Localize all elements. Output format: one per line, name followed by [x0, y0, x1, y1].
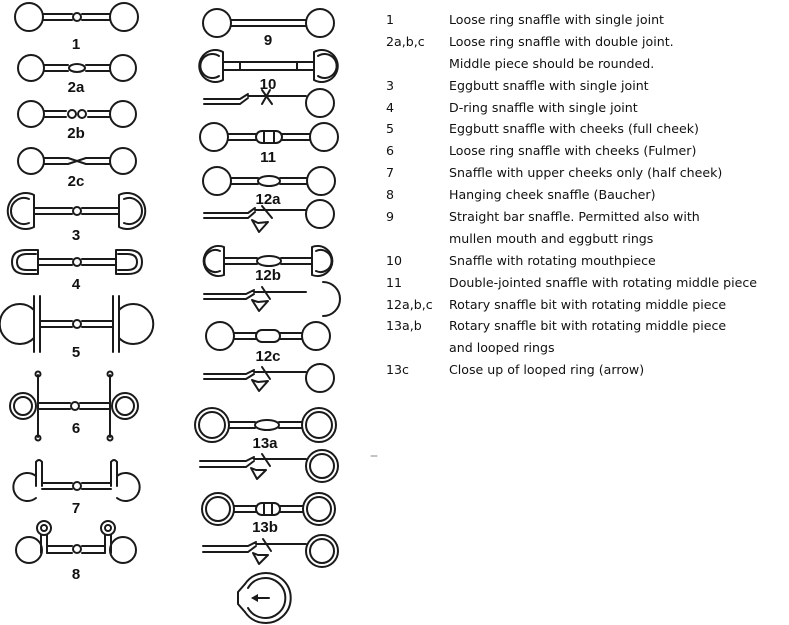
bit-7-label: 7 — [72, 500, 80, 517]
bit-1-drawing — [14, 2, 139, 32]
legend-description: Loose ring snaffle with single joint — [449, 12, 664, 27]
bit-13b-label: 13b — [252, 519, 278, 536]
legend-row: 10 Snaffle with rotating mouthpiece — [386, 250, 786, 272]
legend-description: Close up of looped ring (arrow) — [449, 362, 645, 378]
bit-2a-label: 2a — [68, 79, 85, 96]
legend-description: mullen mouth and eggbutt rings — [449, 230, 654, 246]
bit-side-view-4 — [203, 363, 335, 393]
bit-12b-label: 12b — [255, 267, 281, 284]
bit-5-label: 5 — [72, 344, 80, 361]
bit-6-label: 6 — [72, 420, 80, 437]
bit-2b-label: 2b — [67, 125, 85, 142]
legend-description: Hanging cheek snaffle (Baucher) — [449, 187, 656, 203]
legend-row: 13a,b Rotary snaffle bit with rotating mi… — [386, 315, 786, 337]
legend-description: Rotary snaffle bit with rotating middle … — [449, 296, 727, 312]
bit-11-drawing — [199, 122, 339, 152]
legend-key: 7 — [386, 165, 395, 181]
bit-9-label: 9 — [264, 32, 272, 49]
bit-2c-label: 2c — [68, 173, 85, 190]
bit-10-drawing — [198, 49, 339, 83]
bit-2c-drawing — [17, 147, 137, 175]
legend-description: Middle piece should be rounded. — [449, 55, 655, 71]
bit-12c-drawing — [205, 321, 331, 351]
legend-description: Snaffle with rotating mouthpiece — [449, 252, 656, 268]
legend-row: 3 Eggbutt snaffle with single joint — [386, 75, 786, 97]
bit-11-label: 11 — [260, 149, 276, 166]
legend-row: 5 Eggbutt snaffle with cheeks (full cheek… — [386, 118, 786, 140]
legend-description: Rotary snaffle bit with rotating middle … — [449, 318, 727, 334]
legend: 1 Loose ring snaffle with single joint 2a,… — [386, 9, 786, 381]
legend-description: Eggbutt snaffle with single joint — [449, 77, 649, 93]
bit-12a-label: 12a — [255, 191, 281, 208]
legend-description: Eggbutt snaffle with cheeks (full cheek) — [449, 121, 699, 137]
legend-description: Snaffle with upper cheeks only (half che… — [449, 165, 723, 181]
legend-key — [386, 228, 449, 250]
legend-key — [386, 53, 449, 75]
bit-3-label: 3 — [72, 227, 80, 244]
legend-key: 2a,b,c — [386, 33, 425, 49]
bit-10-label: 10 — [260, 76, 277, 93]
arrow-icon — [251, 594, 258, 602]
legend-row: 8 Hanging cheek snaffle (Baucher) — [386, 184, 786, 206]
bit-8-label: 8 — [72, 566, 80, 583]
legend-row: 13c Close up of looped ring (arrow) — [386, 359, 786, 381]
looped-ring-closeup — [237, 572, 292, 624]
bit-2b-drawing — [17, 100, 137, 128]
legend-description: Loose ring snaffle with double joint. — [449, 33, 674, 49]
bit-3-drawing — [6, 192, 147, 230]
bit-8-drawing — [15, 520, 137, 564]
legend-key: 10 — [386, 252, 403, 268]
legend-row: 6 Loose ring snaffle with cheeks (Fulmer) — [386, 140, 786, 162]
legend-description: and looped rings — [449, 340, 555, 356]
legend-row: and looped rings — [386, 337, 786, 359]
legend-row: mullen mouth and eggbutt rings — [386, 228, 786, 250]
bit-13a-drawing — [194, 407, 337, 443]
bit-13b-drawing — [201, 492, 336, 526]
bit-side-view-1 — [203, 88, 335, 118]
legend-row: Middle piece should be rounded. — [386, 53, 786, 75]
legend-row: 7 Snaffle with upper cheeks only (half ch… — [386, 162, 786, 184]
legend-row: 12a,b,c Rotary snaffle bit with rotating … — [386, 294, 786, 316]
bit-side-view-2 — [203, 199, 335, 233]
bit-12b-drawing — [202, 245, 334, 277]
bit-12c-label: 12c — [255, 348, 280, 365]
legend-row: 1 Loose ring snaffle with single joint — [386, 9, 786, 31]
legend-key: 4 — [386, 99, 395, 115]
legend-description: Double-jointed snaffle with rotating mid… — [449, 274, 758, 290]
legend-description: D-ring snaffle with single joint — [449, 99, 638, 115]
legend-key — [386, 337, 449, 359]
legend-key: 11 — [386, 274, 403, 290]
legend-row: 2a,b,c Loose ring snaffle with double joi… — [386, 31, 786, 53]
legend-description: Loose ring snaffle with cheeks (Fulmer) — [449, 143, 697, 159]
legend-key: 9 — [386, 209, 395, 225]
legend-row: 4 D-ring snaffle with single joint — [386, 97, 786, 119]
bit-5-drawing — [0, 295, 155, 353]
bit-6-drawing — [9, 370, 139, 442]
legend-key: 12a,b,c — [386, 296, 433, 312]
bit-7-drawing — [12, 459, 141, 502]
bit-9-drawing — [202, 8, 335, 38]
bit-13a-label: 13a — [252, 435, 278, 452]
legend-description: Straight bar snaffle. Permitted also wit… — [449, 209, 700, 225]
bit-1-label: 1 — [72, 36, 80, 53]
legend-key: 13c — [386, 362, 409, 378]
legend-key: 6 — [386, 143, 395, 159]
bit-2a-drawing — [17, 54, 137, 82]
legend-key: 5 — [386, 121, 395, 137]
legend-row: 9 Straight bar snaffle. Permitted also wi… — [386, 206, 786, 228]
legend-key: 8 — [386, 187, 395, 203]
bit-side-view-5 — [199, 449, 339, 483]
legend-row: 11 Double-jointed snaffle with rotating m… — [386, 272, 786, 294]
legend-key: 3 — [386, 77, 395, 93]
bit-side-view-3 — [203, 281, 341, 317]
bit-12a-drawing — [202, 166, 336, 196]
bit-side-view-6 — [202, 534, 339, 568]
bit-4-drawing — [11, 249, 143, 275]
legend-key: 1 — [386, 12, 395, 27]
legend-key: 13a,b — [386, 318, 422, 334]
bit-4-label: 4 — [72, 276, 81, 293]
